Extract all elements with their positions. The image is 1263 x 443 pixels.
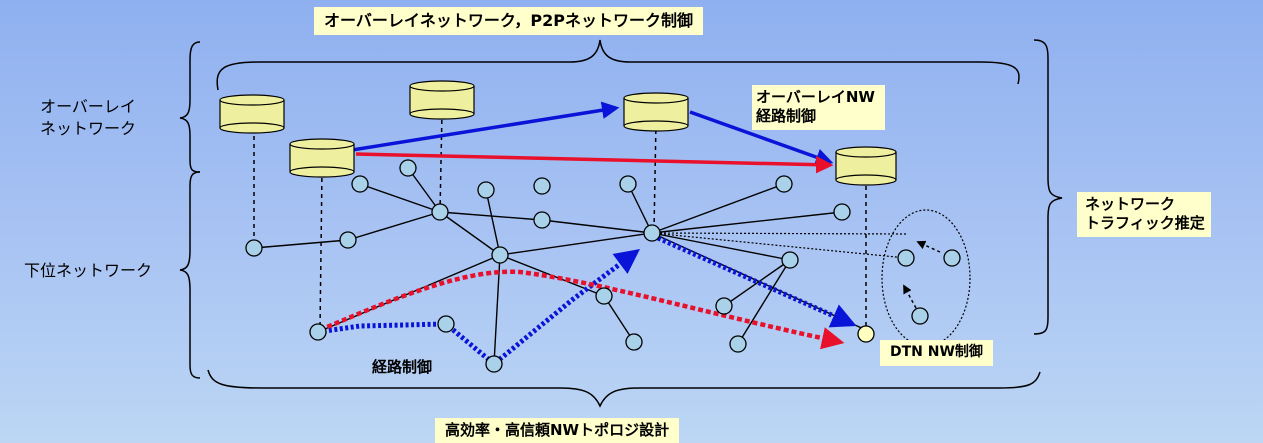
red-dotted-route [319, 269, 845, 350]
node [339, 231, 357, 249]
node [533, 211, 551, 229]
overlay-blue-arrow-2 [689, 110, 834, 166]
overlay-node-4 [623, 92, 689, 132]
top-brace [216, 39, 1020, 91]
node [351, 175, 369, 193]
routing-label: 経路制御 [372, 356, 432, 377]
traffic-line1: ネットワーク [1085, 195, 1176, 213]
bottom-title-text: 高効率・高信頼NWトポロジ設計 [445, 421, 670, 439]
network-edges [253, 167, 867, 365]
dtn-node [943, 249, 961, 267]
traffic-line2: トラフィック推定 [1085, 213, 1205, 232]
overlay-blue-arrow-1 [351, 101, 620, 152]
node [309, 323, 327, 341]
right-brace [1033, 39, 1063, 335]
overlay-node-5 [835, 146, 897, 186]
projection-lines [253, 111, 867, 331]
node [715, 297, 733, 315]
node [619, 175, 637, 193]
dtn-links [651, 209, 971, 347]
node [431, 203, 449, 221]
blue-dotted-route [317, 249, 640, 368]
overlay-nw-label: オーバーレイNW 経路制御 [752, 85, 885, 130]
dtn-text: DTN NW制御 [890, 344, 983, 360]
left-lower-text: 下位ネットワーク [24, 261, 153, 280]
node [485, 355, 503, 373]
routing-text: 経路制御 [372, 358, 433, 376]
left-overlay-label: オーバーレイ ネットワーク [40, 96, 136, 139]
left-lower-label: 下位ネットワーク [24, 260, 152, 282]
braces [179, 39, 1063, 408]
overlay-node-2 [409, 80, 475, 120]
left-overlay-line2: ネットワーク [40, 118, 137, 138]
node [625, 333, 643, 351]
dtn-region [881, 209, 971, 347]
left-overlay-line1: オーバーレイ [40, 97, 136, 116]
node [477, 181, 495, 199]
overlay-node-3 [289, 138, 355, 178]
node [399, 159, 417, 177]
node [643, 224, 661, 242]
node [245, 239, 263, 257]
node [491, 246, 509, 264]
overlay-nw-line2: 経路制御 [756, 106, 817, 125]
blue-dotted-route-2 [656, 235, 857, 328]
dtn-label: DTN NW制御 [880, 340, 993, 366]
dtn-node [897, 249, 915, 267]
overlay-red-arrow [355, 152, 834, 174]
node [729, 335, 747, 353]
node [775, 175, 793, 193]
node [533, 177, 551, 195]
node [833, 203, 851, 221]
overlay-node-1 [219, 94, 285, 134]
left-brace-overlay [179, 41, 201, 173]
overlay-nw-line1: オーバーレイNW [756, 88, 875, 106]
bottom-title-label: 高効率・高信頼NWトポロジ設計 [435, 418, 680, 443]
top-title-label: オーバーレイネットワーク，P2Pネットワーク制御 [314, 7, 703, 35]
node [595, 287, 613, 305]
bottom-brace [207, 369, 1041, 408]
overlay-nodes [219, 80, 897, 186]
left-brace-lower [179, 171, 201, 379]
node [437, 315, 455, 333]
top-title-text: オーバーレイネットワーク，P2Pネットワーク制御 [324, 11, 693, 30]
dtn-destination-node [857, 325, 875, 343]
traffic-estimation-label: ネットワーク トラフィック推定 [1077, 192, 1211, 237]
node [781, 251, 799, 269]
network-nodes [245, 159, 961, 373]
dtn-node [911, 307, 929, 325]
